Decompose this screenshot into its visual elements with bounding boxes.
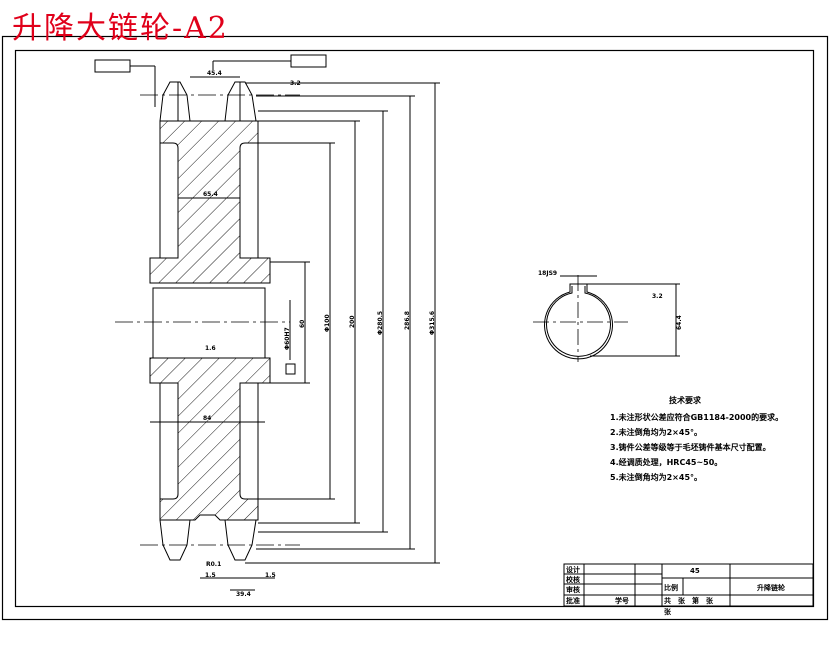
dim-hub-low: 84 — [203, 415, 211, 422]
dim-dia-4: Φ315.6 — [429, 311, 436, 335]
tolerance-frame-top — [212, 54, 327, 70]
dim-key-depth: 64.4 — [676, 315, 683, 330]
dim-key-width: 18JS9 — [538, 270, 557, 277]
dim-dia-3: 286.8 — [404, 311, 411, 330]
dim-tooth-width: 45.4 — [207, 70, 222, 77]
dim-chamfer-right: 1.5 — [265, 572, 276, 579]
dim-bore-dia: Φ60H7 — [284, 327, 291, 350]
datum-box-a — [285, 363, 296, 375]
dim-bore-fit: 60 — [299, 320, 306, 328]
requirement-item: 1.未注形状公差应符合GB1184-2000的要求。 — [610, 413, 784, 422]
inner-frame — [14, 49, 815, 608]
dim-hub-dia: Φ100 — [324, 314, 331, 332]
outer-frame — [1, 35, 829, 621]
title-block-designer: 设计 — [566, 566, 580, 574]
dim-dia-2: Φ280.5 — [377, 311, 384, 335]
requirement-item: 5.未注倒角均为2×45°。 — [610, 473, 703, 482]
dim-chamfer-left: 1.5 — [205, 572, 216, 579]
diameter-dimensions — [150, 76, 440, 591]
roughness-bore: 1.6 — [205, 345, 216, 352]
roughness-top: 3.2 — [290, 80, 301, 87]
technical-requirements: 技术要求 1.未注形状公差应符合GB1184-2000的要求。 2.未注倒角均为… — [610, 393, 810, 485]
title-block-checker: 校核 — [566, 576, 580, 584]
requirement-item: 3.铸件公差等级等于毛坯铸件基本尺寸配置。 — [610, 443, 771, 452]
title-block — [563, 563, 814, 607]
title-block-scale-label: 比例 — [664, 584, 678, 592]
dim-bottom-width: 39.4 — [236, 591, 251, 598]
title-block-part-name: 升降链轮 — [757, 584, 785, 592]
sprocket-section-view — [115, 81, 300, 561]
shaft-section-view — [533, 275, 680, 362]
dim-hub-mid: 65.4 — [203, 191, 218, 198]
dim-dia-1: 200 — [349, 315, 356, 328]
tolerance-frame-left — [94, 59, 156, 107]
title-block-reviewer: 审核 — [566, 586, 580, 594]
title-block-approver: 批准 — [566, 597, 580, 605]
title-block-seal: 学号 — [615, 597, 629, 605]
roughness-key: 3.2 — [652, 293, 663, 300]
title-block-material: 45 — [690, 567, 700, 575]
dim-root-radius: R0.1 — [206, 561, 221, 568]
requirement-item: 4.经调质处理，HRC45~50。 — [610, 458, 723, 467]
drawing-title: 升降大链轮-A2 — [12, 11, 229, 46]
requirement-item: 2.未注倒角均为2×45°。 — [610, 428, 703, 437]
title-block-extra: 张 — [664, 608, 671, 616]
title-block-sheet: 共 张 第 张 — [664, 597, 713, 605]
technical-requirements-title: 技术要求 — [669, 396, 701, 405]
